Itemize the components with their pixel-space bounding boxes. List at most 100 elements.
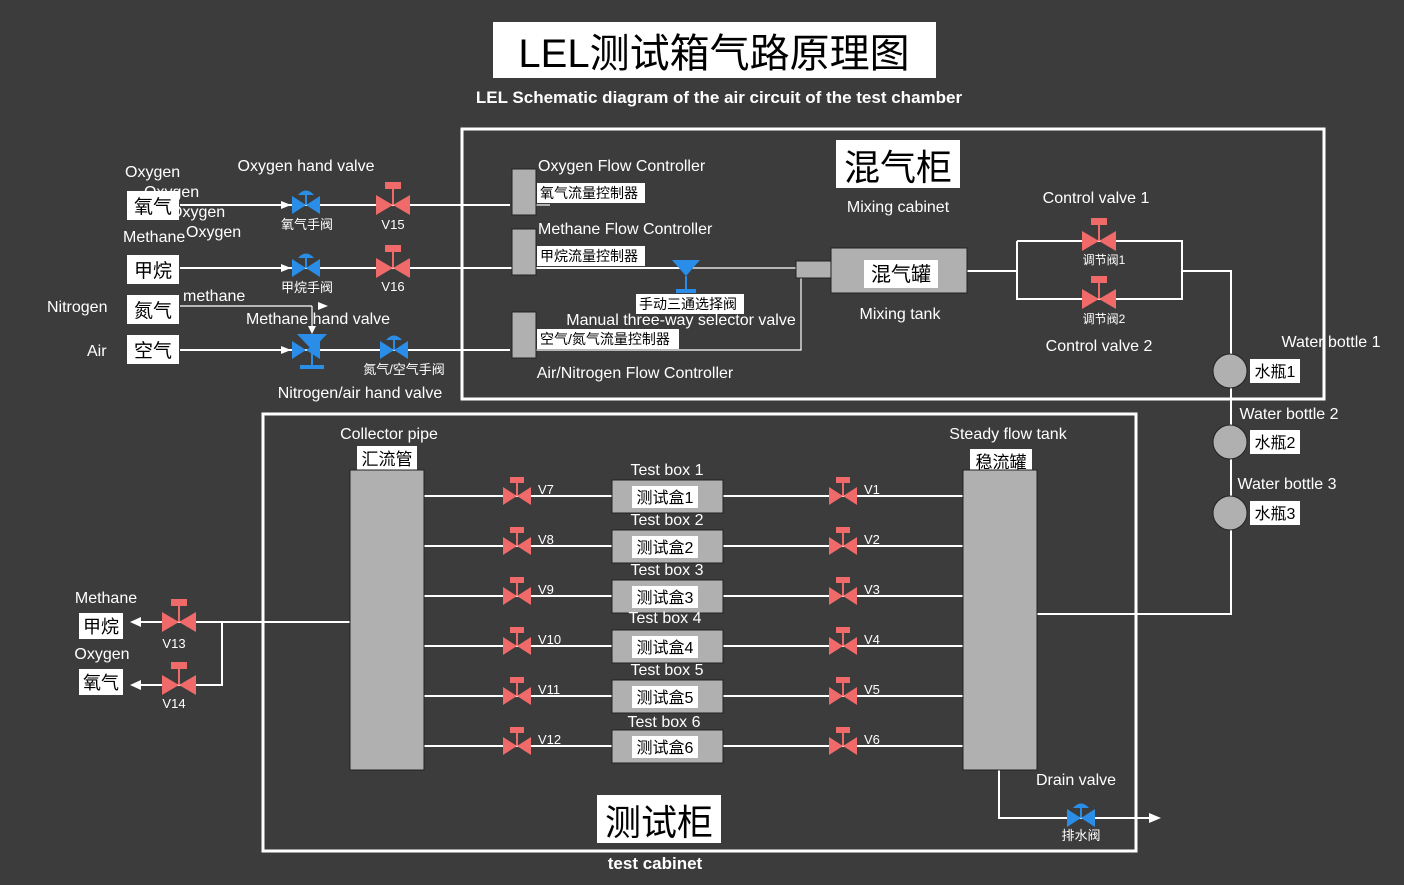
- test-box-3-cn: 测试盒3: [637, 589, 694, 607]
- control-valve-1-icon[interactable]: [1081, 217, 1117, 252]
- test-cabinet-cn: 测试柜: [605, 802, 713, 843]
- solenoid-valves-inlet: V15 V16: [375, 181, 411, 294]
- mixing-cabinet-frame: [460, 127, 1326, 401]
- test-box-3-en: Test box 3: [631, 562, 704, 579]
- methane-hand-valve-en: Methane hand valve: [246, 311, 390, 328]
- v9-valve-icon[interactable]: [502, 576, 532, 606]
- air-nitrogen-fc-en: Air/Nitrogen Flow Controller: [537, 365, 734, 382]
- three-port-hand-valve-icon[interactable]: [292, 334, 327, 369]
- water-bottles: Water bottle 1 水瓶1 Water bottle 2 水瓶2 Wa…: [1212, 334, 1381, 531]
- test-cabinet: Collector pipe 汇流管 Steady flow tank 稳流罐 …: [340, 426, 1116, 873]
- test-box-row-6: V12 Test box 6 测试盒6 V6: [502, 714, 880, 764]
- v4-valve-icon[interactable]: [828, 626, 858, 656]
- inlet-pipes: [180, 201, 802, 354]
- methane-line-label: methane: [183, 288, 245, 305]
- ghost-label-3: Oxygen: [186, 224, 241, 241]
- three-way-selector-valve-icon[interactable]: [672, 260, 700, 293]
- nitrogen-air-hand-valve-en: Nitrogen/air hand valve: [278, 385, 443, 402]
- water-bottle-3: [1212, 495, 1248, 531]
- test-box-4-cn: 测试盒4: [637, 639, 694, 657]
- outlet-oxygen-en: Oxygen: [74, 646, 129, 663]
- control-valve-2-icon[interactable]: [1081, 275, 1117, 310]
- drain-valve-icon[interactable]: [1066, 802, 1096, 828]
- v14-valve-icon[interactable]: [161, 661, 197, 696]
- page-title: LEL测试箱气路原理图: [518, 32, 909, 76]
- steady-flow-tank-cn: 稳流罐: [976, 453, 1027, 472]
- water-bottle-1-en: Water bottle 1: [1281, 334, 1380, 351]
- inlet-air-cn: 空气: [134, 340, 172, 362]
- inlet-oxygen-en: Oxygen: [125, 164, 180, 181]
- test-box-5-cn: 测试盒5: [637, 689, 694, 707]
- v13-valve-icon[interactable]: [161, 598, 197, 633]
- drain-valve-cn: 排水阀: [1061, 828, 1100, 843]
- control-valve-1-en: Control valve 1: [1043, 190, 1150, 207]
- collector-pipe-en: Collector pipe: [340, 426, 438, 443]
- oxygen-flow-controller: [511, 168, 537, 216]
- v6-valve-icon[interactable]: [828, 726, 858, 756]
- test-box-row-3: V9 Test box 3 测试盒3 V3: [502, 562, 880, 614]
- water-bottle-2: [1212, 424, 1248, 460]
- oxygen-fc-cn: 氧气流量控制器: [540, 185, 638, 201]
- control-valve-2-en: Control valve 2: [1046, 338, 1153, 355]
- outlet-methane-cn: 甲烷: [83, 617, 119, 637]
- outlets: Methane 甲烷 V13 Oxygen 氧气 V14: [74, 590, 197, 711]
- v12-label: V12: [538, 732, 561, 747]
- water-bottle-3-cn: 水瓶3: [1255, 505, 1296, 523]
- air-nitrogen-fc-cn: 空气/氮气流量控制器: [540, 331, 670, 347]
- v14-label: V14: [162, 696, 185, 711]
- v7-valve-icon[interactable]: [502, 476, 532, 506]
- inlet-air-en: Air: [87, 343, 107, 360]
- oxygen-hand-valve-cn: 氧气手阀: [281, 217, 333, 232]
- control-valve-2-cn: 调节阀2: [1083, 312, 1126, 326]
- air-nitrogen-flow-controller: [511, 311, 537, 359]
- v15-valve-icon[interactable]: [375, 181, 411, 216]
- v2-valve-icon[interactable]: [828, 526, 858, 556]
- water-bottle-3-en: Water bottle 3: [1237, 476, 1336, 493]
- v5-valve-icon[interactable]: [828, 676, 858, 706]
- title-box: [493, 22, 936, 78]
- title-block: LEL测试箱气路原理图 LEL Schematic diagram of the…: [476, 22, 963, 107]
- mixing-cabinet-cn: 混气柜: [844, 147, 952, 188]
- v10-valve-icon[interactable]: [502, 626, 532, 656]
- oxygen-fc-en: Oxygen Flow Controller: [538, 158, 706, 175]
- water-bottle-1-cn: 水瓶1: [1255, 363, 1296, 381]
- drain-valve-en: Drain valve: [1036, 772, 1116, 789]
- oxygen-hand-valve-icon[interactable]: [291, 189, 321, 215]
- outlet-oxygen-cn: 氧气: [83, 673, 119, 693]
- page-subtitle: LEL Schematic diagram of the air circuit…: [476, 88, 963, 107]
- mixing-tank-en: Mixing tank: [860, 306, 942, 323]
- nitrogen-air-hand-valve-icon[interactable]: [379, 334, 409, 360]
- v15-label: V15: [381, 217, 404, 232]
- v1-valve-icon[interactable]: [828, 476, 858, 506]
- v16-valve-icon[interactable]: [375, 244, 411, 279]
- inlet-nitrogen-en: Nitrogen: [47, 299, 107, 316]
- v13-label: V13: [162, 636, 185, 651]
- inlet-labels: Oxygen Oxygen Oxygen Oxygen Methane Nitr…: [47, 164, 245, 364]
- mixing-tank-inlet: [795, 260, 833, 279]
- methane-hand-valve-icon[interactable]: [291, 252, 321, 278]
- v3-valve-icon[interactable]: [828, 576, 858, 606]
- v3-label: V3: [864, 582, 880, 597]
- v7-label: V7: [538, 482, 554, 497]
- v8-valve-icon[interactable]: [502, 526, 532, 556]
- v16-label: V16: [381, 279, 404, 294]
- mixing-cabinet: 混气柜 Mixing cabinet Oxygen Flow Controlle…: [511, 140, 1153, 382]
- inlet-methane-cn: 甲烷: [134, 260, 172, 282]
- methane-fc-cn: 甲烷流量控制器: [540, 248, 638, 264]
- test-box-2-cn: 测试盒2: [637, 539, 694, 557]
- v4-label: V4: [864, 632, 880, 647]
- collector-pipe-cn: 汇流管: [362, 450, 413, 469]
- collector-pipe: [349, 469, 425, 771]
- control-valve-1-cn: 调节阀1: [1083, 253, 1126, 267]
- v11-valve-icon[interactable]: [502, 676, 532, 706]
- test-box-1-cn: 测试盒1: [637, 489, 694, 507]
- water-bottle-1: [1212, 353, 1248, 389]
- test-box-5-en: Test box 5: [631, 662, 704, 679]
- test-box-row-2: V8 Test box 2 测试盒2 V2: [502, 512, 880, 564]
- v12-valve-icon[interactable]: [502, 726, 532, 756]
- methane-hand-valve-cn: 甲烷手阀: [281, 280, 333, 295]
- outlet-methane-en: Methane: [75, 590, 137, 607]
- test-box-row-1: V7 Test box 1 测试盒1 V1: [502, 462, 880, 514]
- v10-label: V10: [538, 632, 561, 647]
